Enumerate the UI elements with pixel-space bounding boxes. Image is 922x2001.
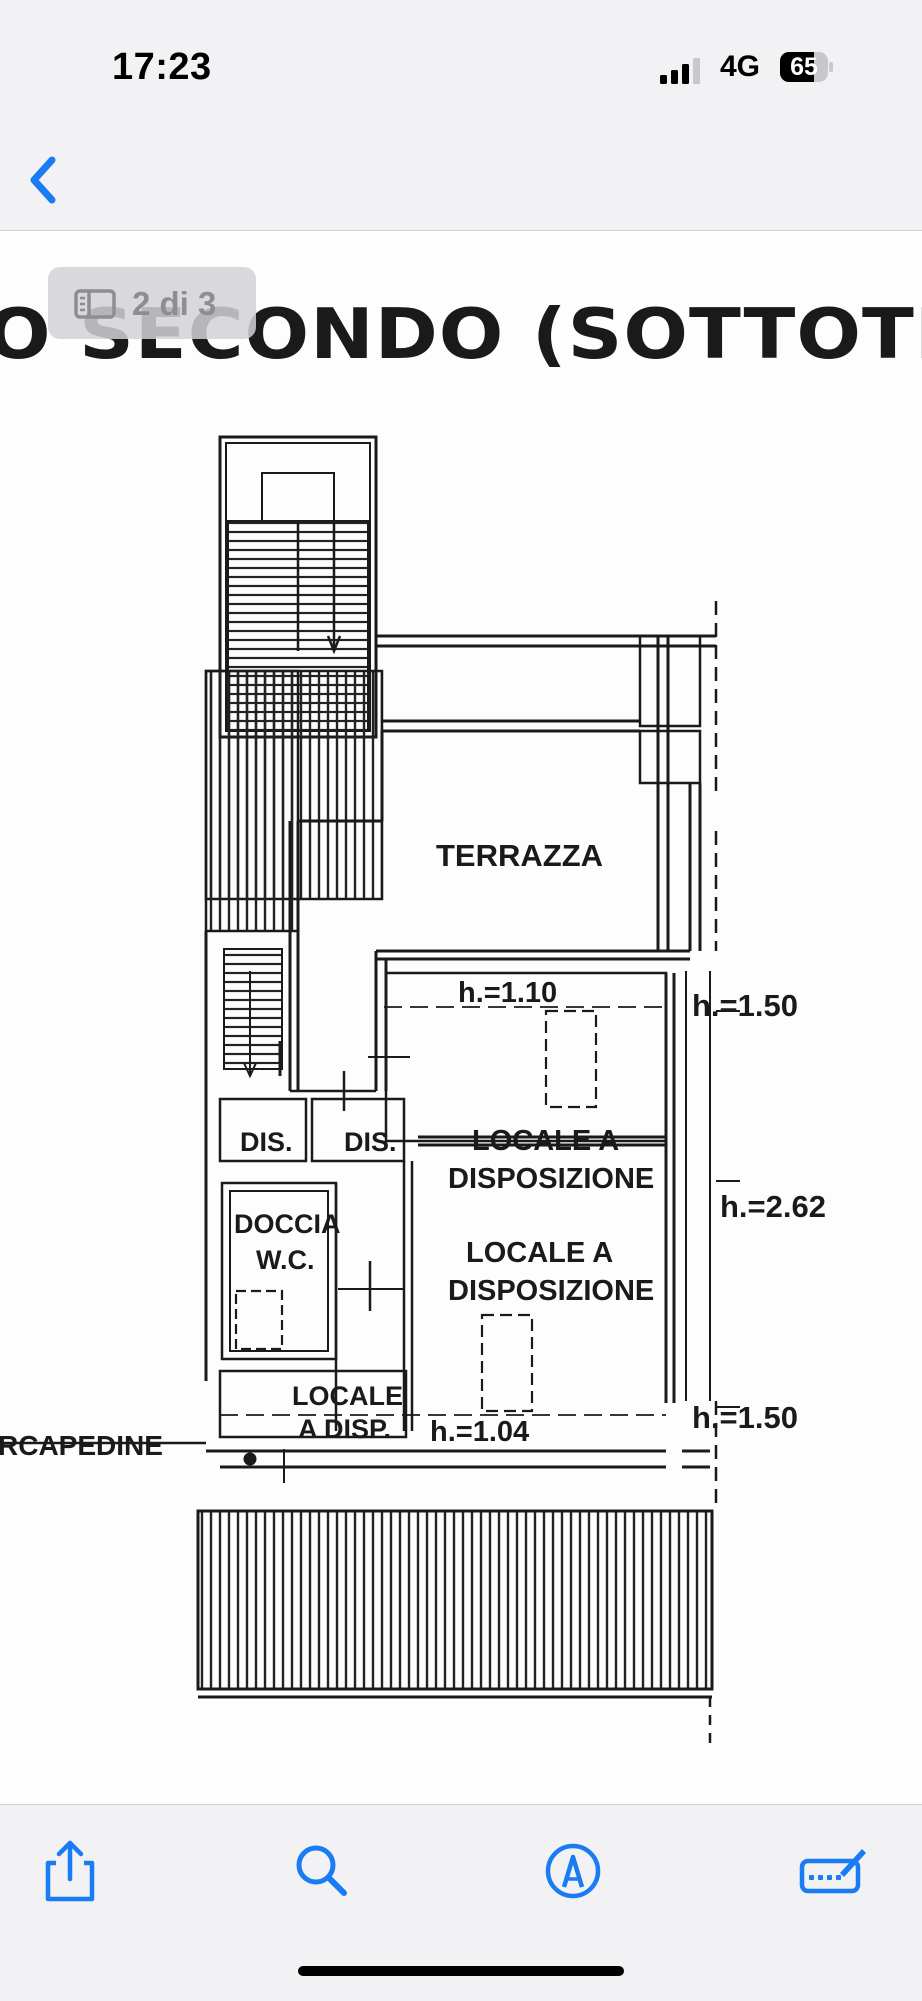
markup-icon[interactable] — [537, 1835, 609, 1907]
status-time: 17:23 — [112, 46, 212, 88]
label-terrazza: TERRAZZA — [436, 838, 603, 873]
share-icon[interactable] — [34, 1835, 106, 1907]
label-doccia: DOCCIA — [234, 1209, 341, 1239]
battery-level: 65 — [790, 53, 818, 81]
chevron-left-icon[interactable] — [16, 150, 76, 210]
page-indicator[interactable]: 2 di 3 — [48, 267, 256, 339]
edit-icon[interactable] — [796, 1835, 868, 1907]
label-h-mid-right: h.=2.62 — [720, 1189, 826, 1224]
label-h-bottom-right: h.=1.50 — [692, 1400, 798, 1435]
floor-plan: TERRAZZA h.=1.10 h.=1.50 LOCALE A DISPOS… — [0, 435, 826, 1751]
label-h-top-inner: h.=1.10 — [458, 977, 557, 1009]
label-locale-top-2: DISPOSIZIONE — [448, 1163, 654, 1195]
cellular-signal-icon — [660, 58, 700, 84]
label-locale-small-1: LOCALE — [292, 1381, 403, 1411]
network-type: 4G — [720, 50, 761, 83]
battery-icon — [780, 52, 833, 82]
navigation-bar — [0, 130, 922, 231]
home-indicator[interactable] — [298, 1966, 624, 1976]
page-indicator-label: 2 di 3 — [132, 285, 217, 322]
label-h-bottom-inner: h.=1.04 — [430, 1416, 529, 1448]
label-wc: W.C. — [256, 1245, 315, 1275]
sidebar-icon — [74, 289, 116, 319]
label-intercapedine: RCAPEDINE — [0, 1430, 163, 1461]
label-h-top-right: h.=1.50 — [692, 988, 798, 1023]
label-locale-mid-1: LOCALE A — [466, 1237, 613, 1269]
search-icon[interactable] — [286, 1835, 358, 1907]
label-locale-small-2: A DISP. — [298, 1414, 391, 1444]
status-bar: 17:23 4G 65 — [0, 0, 922, 130]
document-view[interactable]: O SECONDO (SOTTOTETTO 2 di 3 — [0, 231, 922, 1804]
label-locale-top-1: LOCALE A — [472, 1125, 619, 1157]
label-dis-left: DIS. — [240, 1127, 293, 1157]
label-locale-mid-2: DISPOSIZIONE — [448, 1275, 654, 1307]
label-dis-right: DIS. — [344, 1127, 397, 1157]
